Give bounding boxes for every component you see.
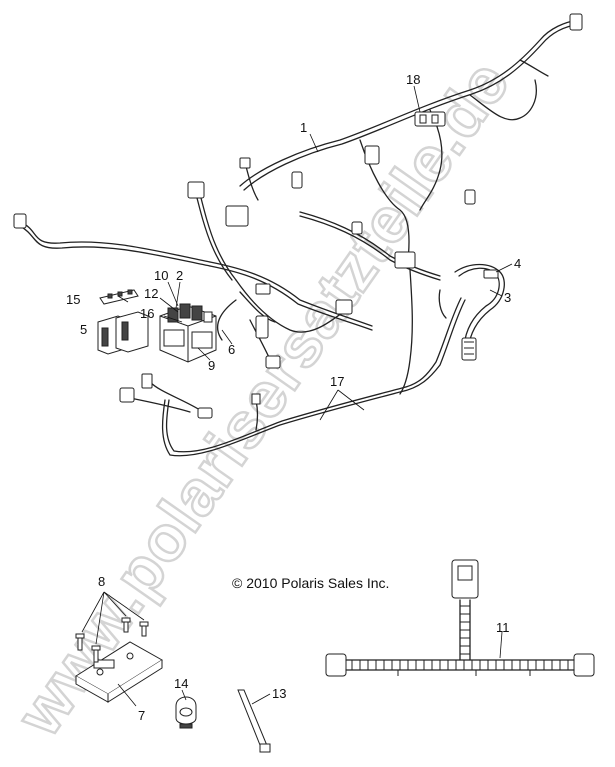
cable-tie-13 — [237, 689, 271, 753]
callout-16: 16 — [140, 306, 154, 321]
callout-5: 5 — [80, 322, 87, 337]
bracket-assembly — [75, 617, 163, 703]
callout-17: 17 — [330, 374, 344, 389]
relays — [97, 311, 149, 355]
callout-18: 18 — [406, 72, 420, 87]
callout-7: 7 — [138, 708, 145, 723]
callout-3: 3 — [504, 290, 511, 305]
sub-harness-right — [438, 263, 505, 361]
callout-4: 4 — [514, 256, 521, 271]
main-harness — [13, 13, 583, 331]
callout-9: 9 — [208, 358, 215, 373]
callout-10: 10 — [154, 268, 168, 283]
extension-harness — [325, 559, 595, 677]
callout-11: 11 — [496, 620, 510, 635]
callout-6: 6 — [228, 342, 235, 357]
callout-8: 8 — [98, 574, 105, 589]
center-harness-branches — [187, 181, 353, 369]
callout-15: 15 — [66, 292, 80, 307]
copyright-text: © 2010 Polaris Sales Inc. — [232, 575, 389, 591]
callout-2: 2 — [176, 268, 183, 283]
callout-1: 1 — [300, 120, 307, 135]
fuse-box — [159, 303, 217, 363]
callout-13: 13 — [272, 686, 286, 701]
clip-14 — [175, 696, 197, 729]
leader-lines — [81, 85, 513, 707]
callout-12: 12 — [144, 286, 158, 301]
callout-14: 14 — [174, 676, 188, 691]
harness-17 — [119, 269, 466, 457]
